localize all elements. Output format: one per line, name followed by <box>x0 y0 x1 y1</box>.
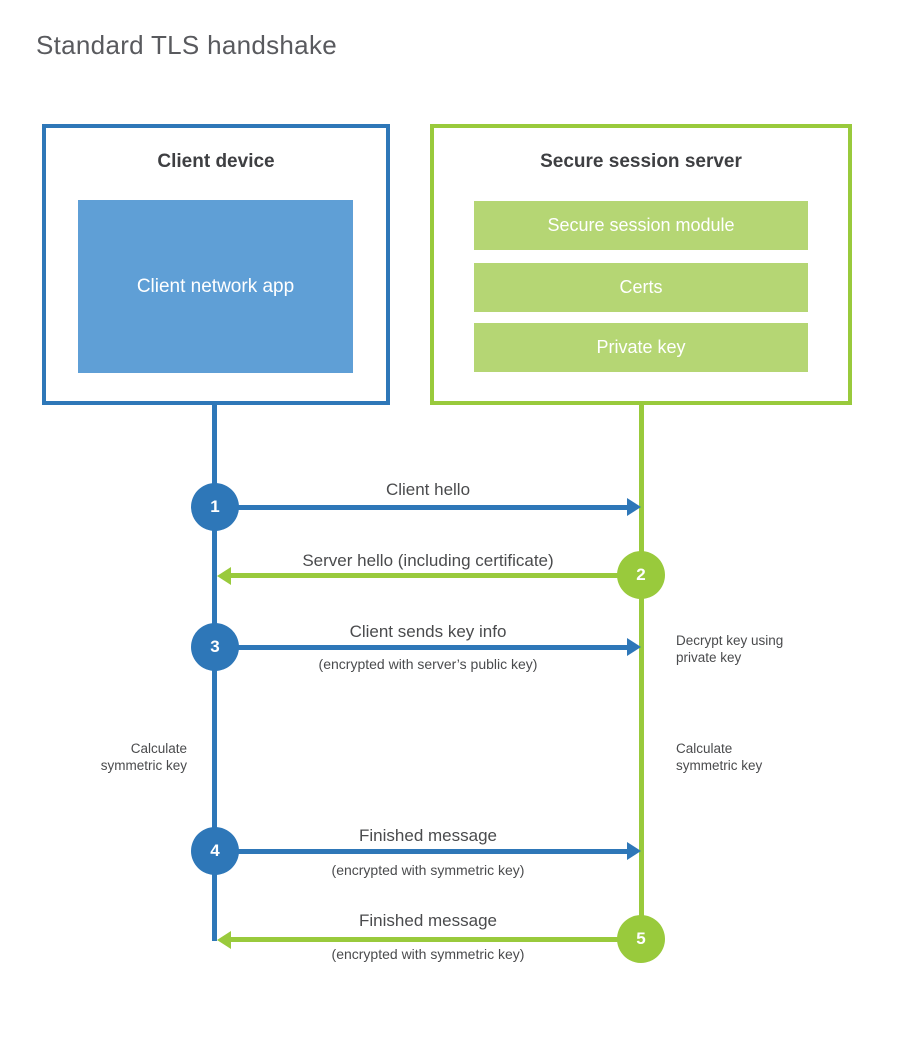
note-calculate-symmetric-key-server: Calculate symmetric key <box>676 741 763 773</box>
message-sublabel-finished-client: (encrypted with symmetric key) <box>331 862 525 878</box>
note-calculate-symmetric-key-client: Calculate symmetric key <box>100 741 187 773</box>
server-module-private-key: Private key <box>474 323 808 372</box>
arrowhead-left-icon <box>217 931 231 949</box>
server-module-label: Certs <box>619 277 663 297</box>
message-sublabel-client-key-info: (encrypted with server’s public key) <box>318 656 538 672</box>
note-decrypt-key: Decrypt key using private key <box>676 633 784 665</box>
server-module-certs: Certs <box>474 263 808 312</box>
step-circle-2: 2 <box>617 551 665 599</box>
message-label-finished-client: Finished message <box>359 826 497 845</box>
arrow-client-hello <box>215 505 627 510</box>
arrowhead-right-icon <box>627 842 641 860</box>
step-circle-1: 1 <box>191 483 239 531</box>
arrowhead-right-icon <box>627 498 641 516</box>
server-module-secure-session-module: Secure session module <box>474 201 808 250</box>
message-label-client-hello: Client hello <box>385 480 471 499</box>
arrowhead-left-icon <box>217 567 231 585</box>
client-network-app-label: Client network app <box>136 275 295 297</box>
step-circle-4: 4 <box>191 827 239 875</box>
page-title: Standard TLS handshake <box>36 30 338 60</box>
message-label-server-hello: Server hello (including certificate) <box>302 551 554 570</box>
step-circle-5: 5 <box>617 915 665 963</box>
arrow-finished-client <box>215 849 627 854</box>
message-label-client-key-info: Client sends key info <box>349 622 507 641</box>
arrow-finished-server <box>231 937 641 942</box>
server-module-label: Secure session module <box>547 215 735 235</box>
secure-session-server-title: Secure session server <box>540 151 742 172</box>
message-sublabel-finished-server: (encrypted with symmetric key) <box>331 946 525 962</box>
server-module-label: Private key <box>596 337 686 357</box>
server-lifeline <box>639 405 644 939</box>
secure-session-server-box: Secure session server Secure session mod… <box>430 124 852 405</box>
client-lifeline <box>212 405 217 941</box>
client-device-box: Client device Client network app <box>42 124 390 405</box>
step-circle-3: 3 <box>191 623 239 671</box>
arrowhead-right-icon <box>627 638 641 656</box>
arrow-client-key-info <box>215 645 627 650</box>
arrow-server-hello <box>231 573 641 578</box>
message-label-finished-server: Finished message <box>359 911 497 930</box>
client-network-app-box: Client network app <box>78 200 353 373</box>
client-device-title: Client device <box>157 151 275 172</box>
